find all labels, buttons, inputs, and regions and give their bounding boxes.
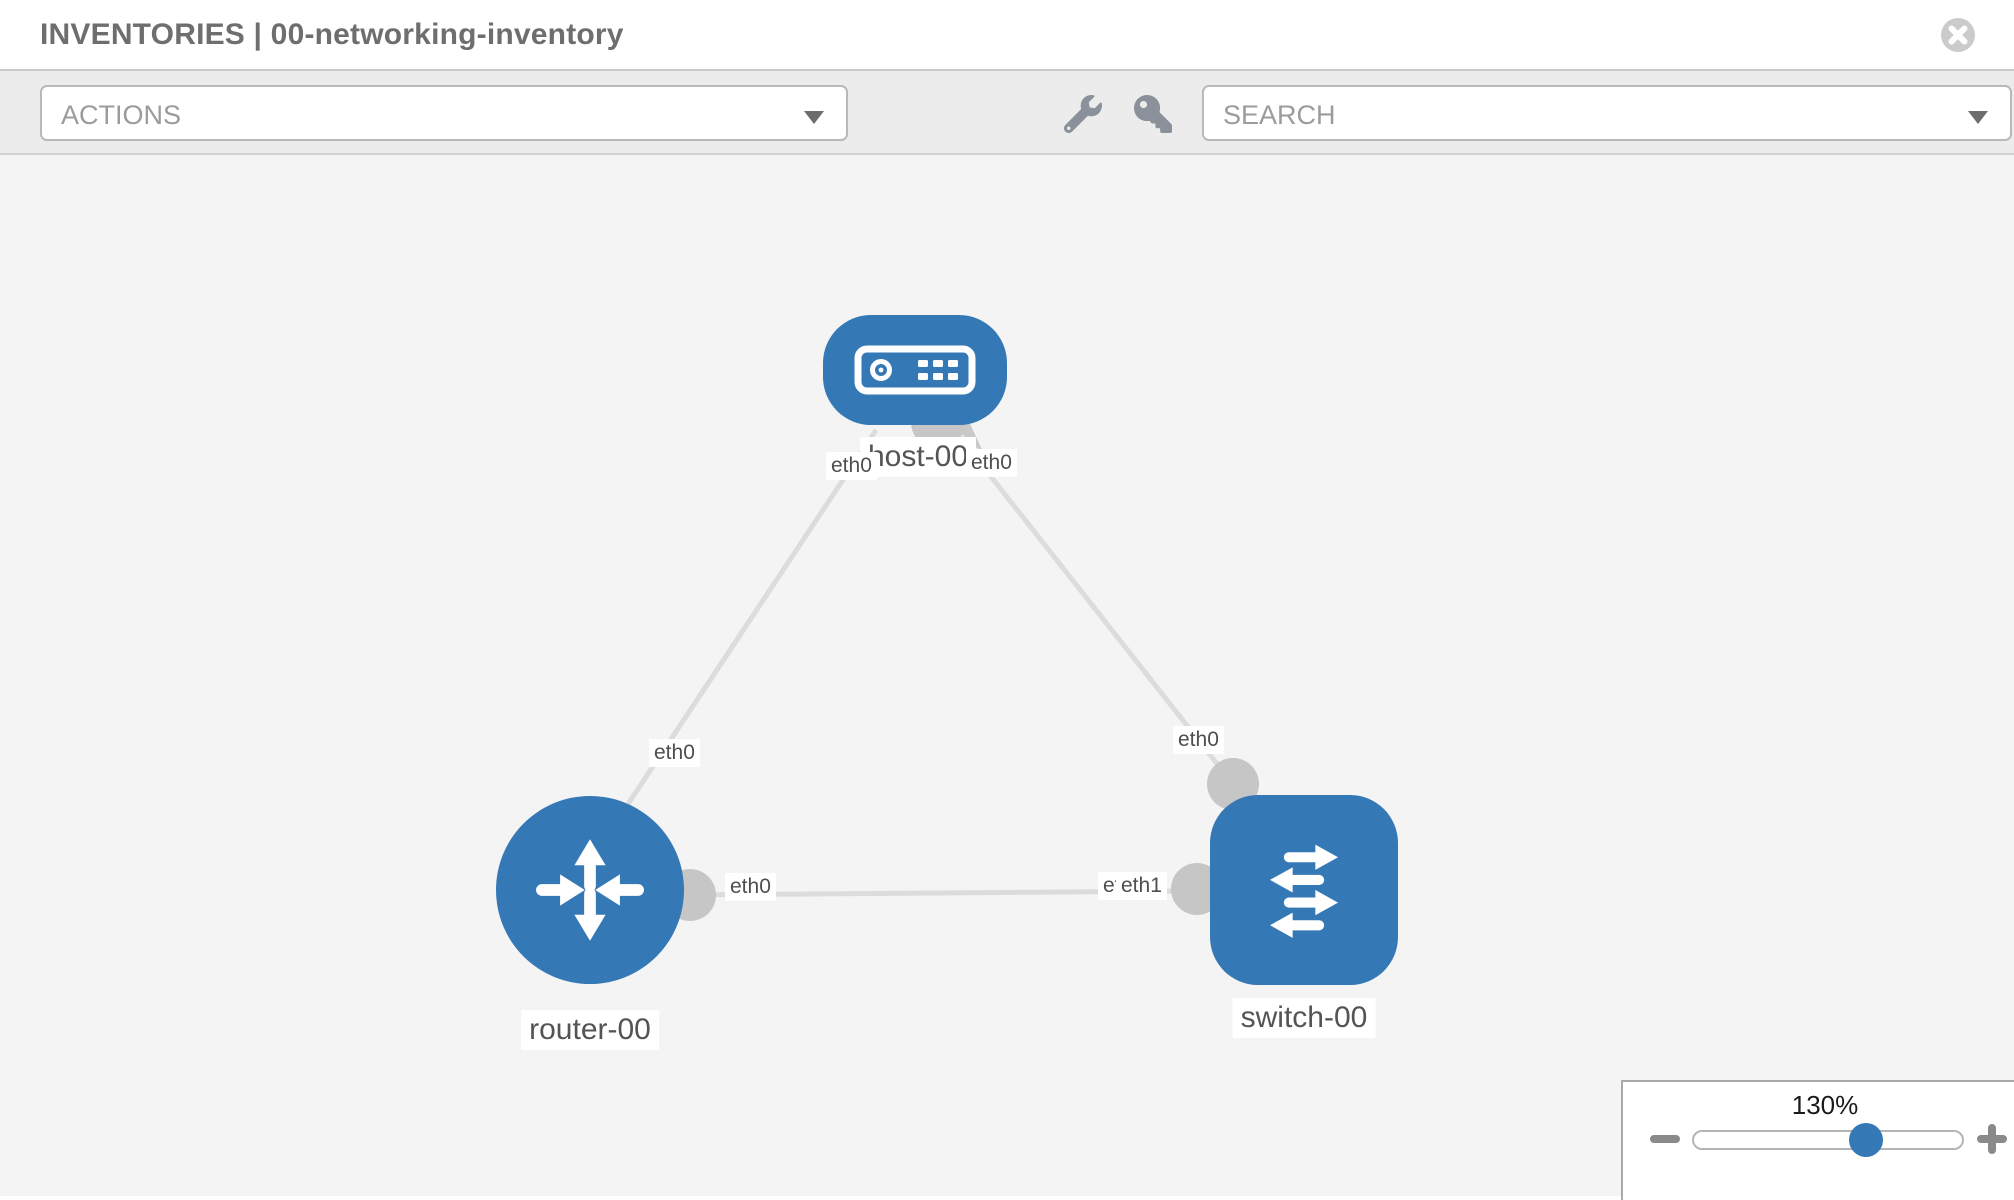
node-label-router: router-00	[521, 1010, 659, 1050]
search-placeholder: SEARCH	[1223, 100, 1336, 130]
toolbar: ACTIONS SEARCH	[0, 71, 2014, 155]
page-title: INVENTORIES | 00-networking-inventory	[40, 18, 624, 51]
host-icon	[854, 345, 976, 395]
zoom-in-icon[interactable]	[1975, 1122, 2009, 1156]
links-layer	[625, 395, 1259, 921]
header-bar: INVENTORIES | 00-networking-inventory	[0, 0, 2014, 71]
topology-canvas[interactable]: host-00 router-00 switch-00 eth0 eth0 et…	[0, 155, 2014, 1200]
router-icon	[536, 839, 644, 941]
node-router-00[interactable]	[496, 796, 684, 984]
caret-down-icon	[1968, 111, 1988, 124]
interface-label-router-to-switch: eth0	[725, 873, 776, 901]
key-icon[interactable]	[1134, 95, 1172, 133]
interface-label-switch-to-router: eth1	[1116, 872, 1167, 900]
node-switch-00[interactable]	[1210, 795, 1398, 985]
zoom-slider-handle[interactable]	[1849, 1123, 1883, 1157]
zoom-slider-track[interactable]	[1692, 1123, 1964, 1157]
interface-label-host-to-router: eth0	[826, 452, 877, 480]
interface-label-host-to-switch: eth0	[966, 449, 1017, 477]
wrench-icon[interactable]	[1063, 95, 1102, 134]
actions-dropdown-label: ACTIONS	[61, 100, 182, 130]
actions-dropdown[interactable]: ACTIONS	[40, 85, 848, 141]
interface-label-switch-to-host: eth0	[1173, 726, 1224, 754]
switch-icon	[1269, 844, 1339, 938]
zoom-level-readout: 130%	[1791, 1090, 1859, 1120]
zoom-control-panel: 130%	[1621, 1080, 2014, 1200]
zoom-out-icon[interactable]	[1650, 1135, 1680, 1143]
close-icon[interactable]	[1940, 17, 1976, 53]
node-host-00[interactable]	[823, 315, 1007, 425]
node-label-switch: switch-00	[1232, 998, 1376, 1038]
link-host-switch[interactable]	[946, 420, 1235, 786]
caret-down-icon	[804, 111, 824, 124]
search-dropdown[interactable]: SEARCH	[1202, 85, 2012, 141]
interface-label-router-to-host: eth0	[649, 739, 700, 767]
node-label-host: host-00	[859, 437, 977, 477]
